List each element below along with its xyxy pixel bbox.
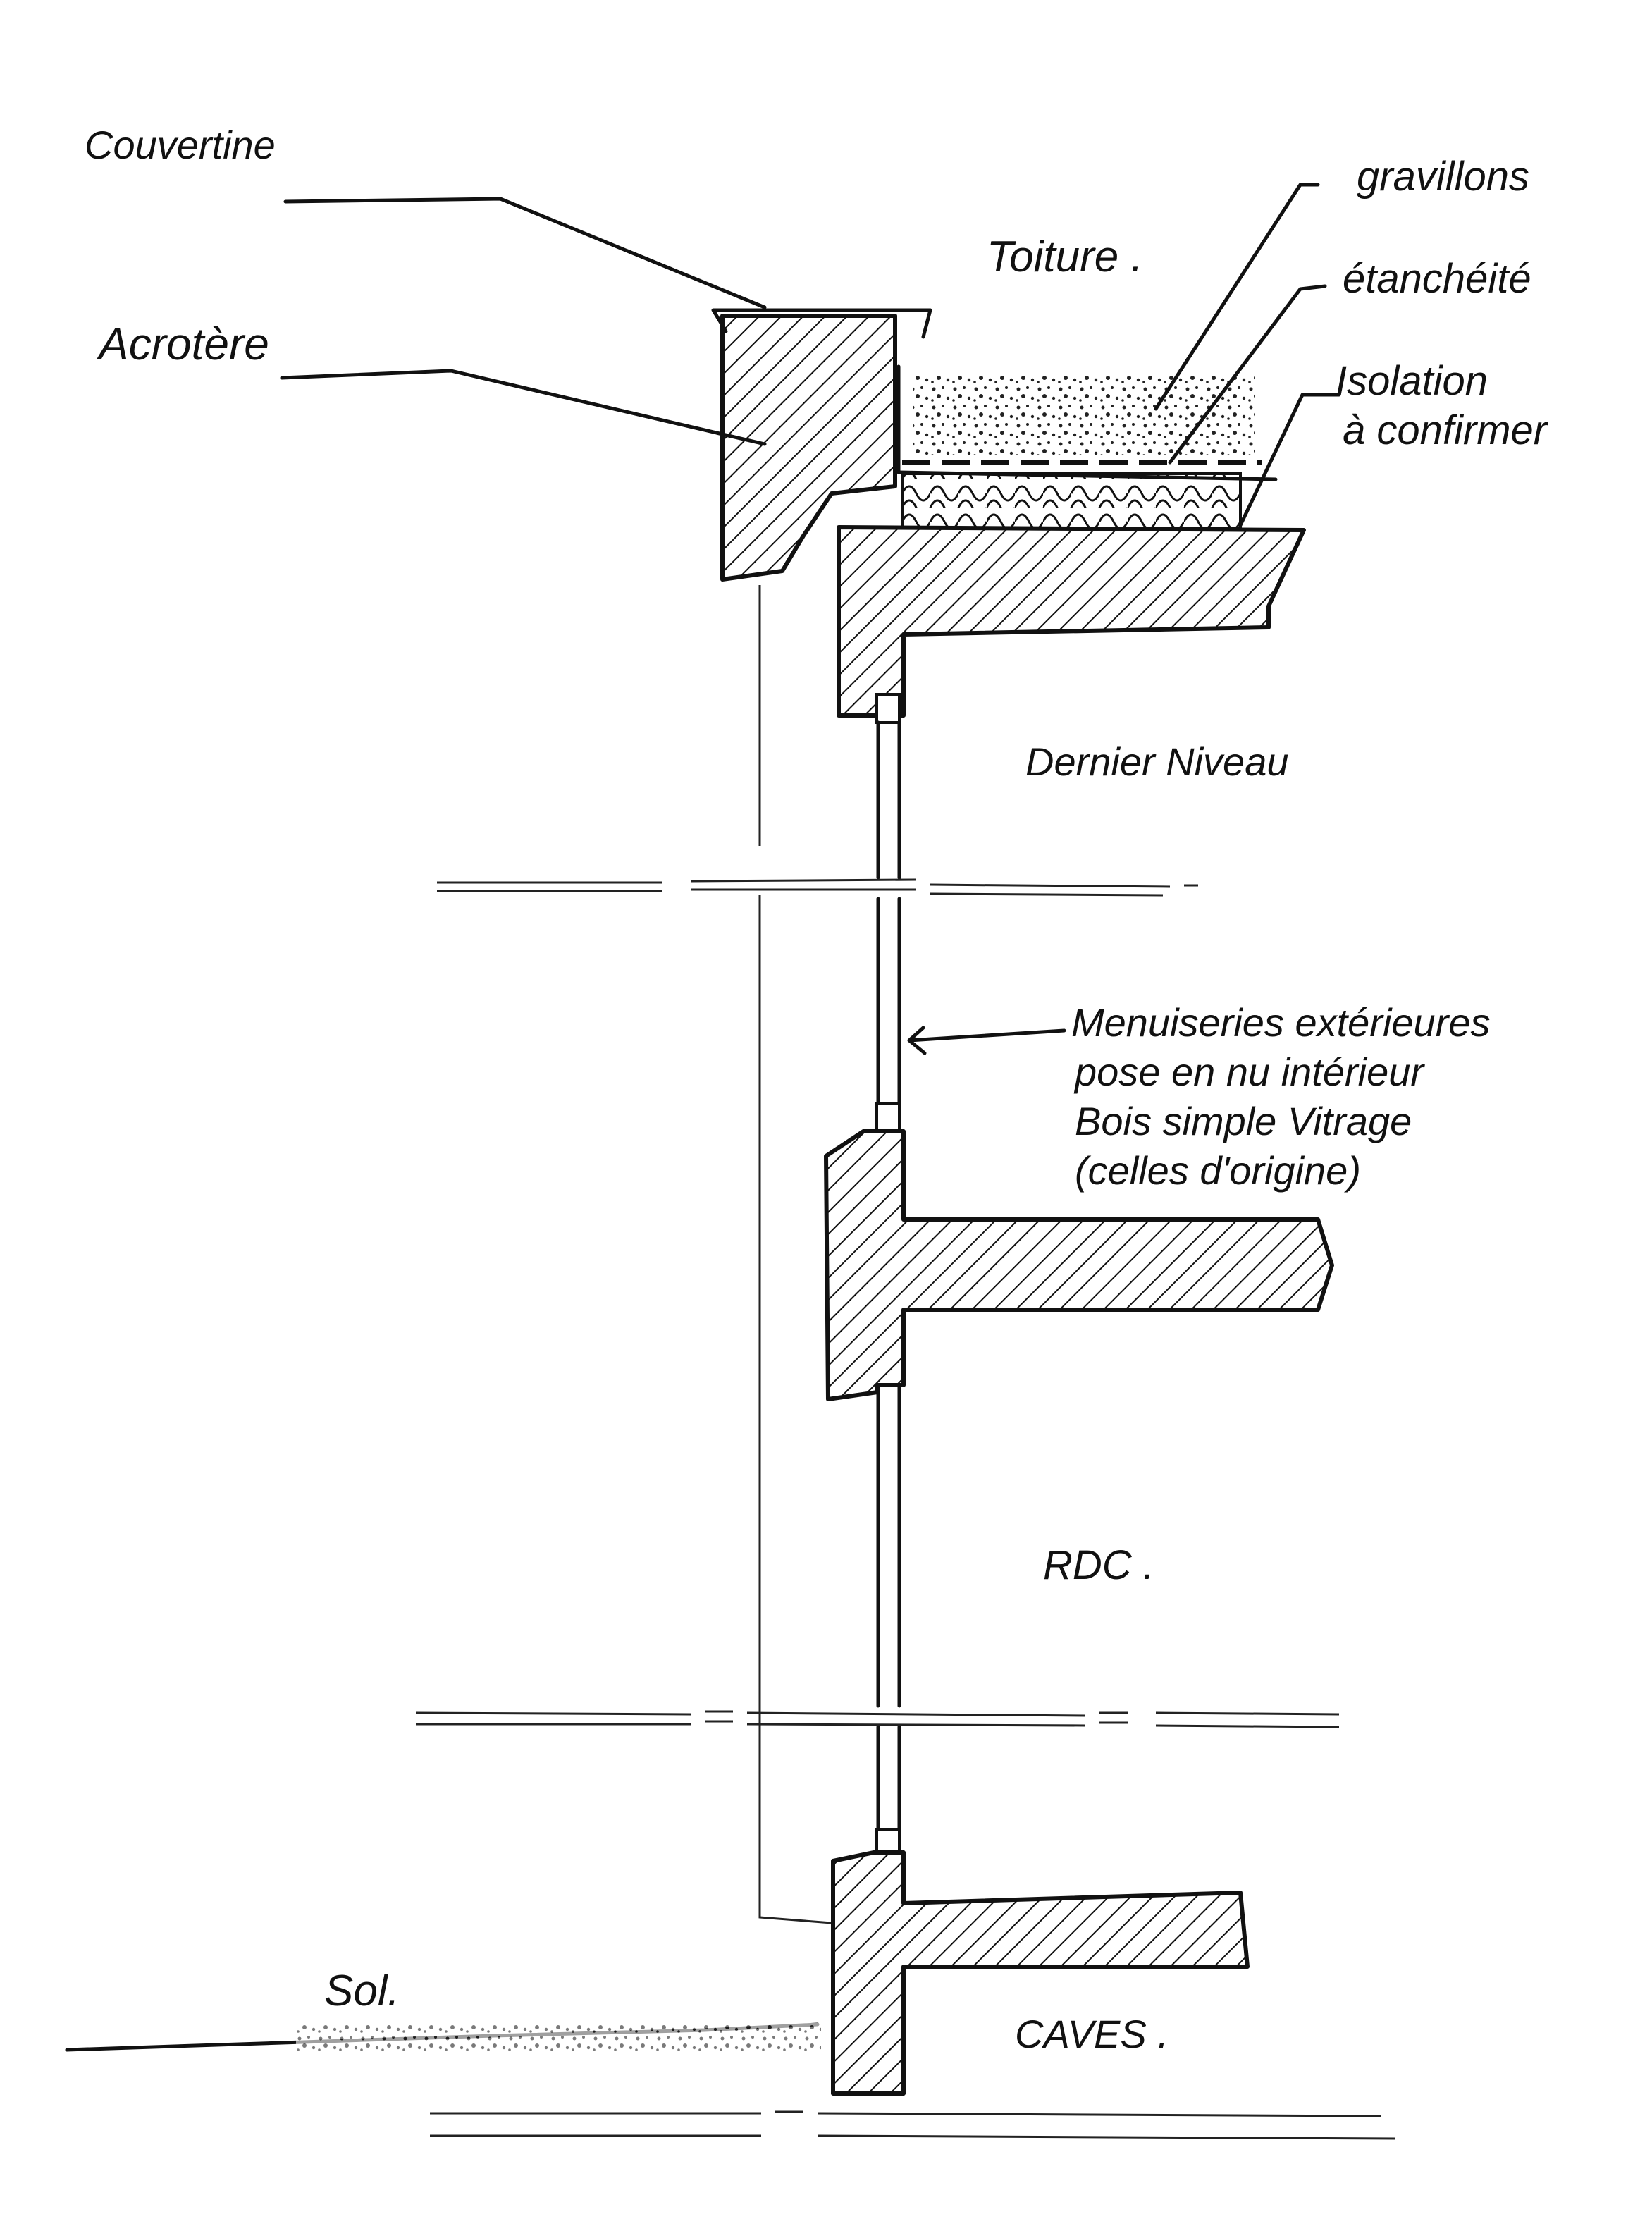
break-line-1 — [437, 878, 1198, 897]
leader-couvertine — [283, 197, 767, 309]
leader-menuiseries — [907, 1026, 1066, 1055]
insulation-layer — [901, 472, 1242, 530]
leader-isolation — [1238, 393, 1341, 527]
label-gravillons: gravillons — [1357, 154, 1529, 199]
label-menuiseries-4: (celles d'origine) — [1075, 1148, 1361, 1193]
label-couvertine: Couvertine — [85, 123, 276, 167]
window-frame-upper — [875, 693, 901, 1136]
roof-slab — [837, 525, 1306, 718]
leader-etancheite — [1168, 284, 1327, 465]
label-menuiseries-1: Menuiseries extérieures — [1071, 1000, 1490, 1045]
break-line-2 — [415, 1710, 1340, 1728]
ceiling-line — [901, 625, 1271, 637]
floor-slab-caves — [831, 1850, 1250, 2096]
label-menuiseries-2: pose en nu intérieur — [1073, 1050, 1425, 1094]
floor-slab-rdc — [824, 1129, 1334, 1401]
label-dernier-niveau: Dernier Niveau — [1025, 739, 1289, 784]
coping-couvertine — [711, 308, 932, 339]
leader-gravillons — [1154, 183, 1320, 411]
label-acrotere: Acrotère — [96, 319, 269, 369]
label-toiture: Toiture . — [987, 233, 1143, 281]
leader-acrotere — [280, 369, 767, 446]
outer-wall-line — [758, 585, 832, 1924]
label-caves: CAVES . — [1015, 2012, 1169, 2056]
acroterion — [720, 314, 897, 582]
break-line-3 — [430, 2110, 1396, 2140]
label-etancheite: étanchéité — [1343, 256, 1531, 302]
label-sol: Sol. — [324, 1967, 400, 2015]
label-menuiseries-3: Bois simple Vitrage — [1075, 1099, 1412, 1143]
label-isolation: Isolation — [1336, 358, 1488, 404]
label-isolation-confirm: à confirmer — [1343, 407, 1549, 453]
gravel-layer — [913, 374, 1255, 455]
roof-line — [896, 470, 1278, 481]
ground-gravel — [296, 2023, 821, 2051]
window-frame-ground — [875, 1356, 901, 1855]
label-rdc: RDC . — [1043, 1542, 1154, 1588]
